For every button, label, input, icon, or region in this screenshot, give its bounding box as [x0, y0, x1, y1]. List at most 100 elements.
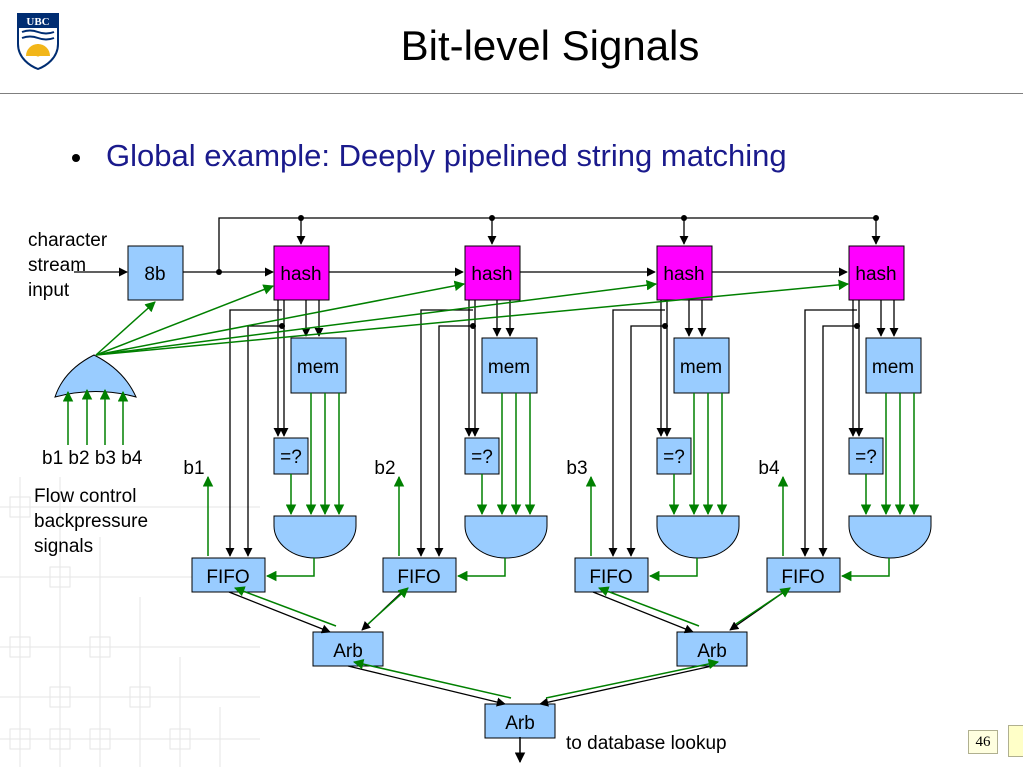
bullet-dot-icon [72, 153, 80, 162]
fifo-label: FIFO [206, 567, 249, 588]
fifo-box [191, 557, 266, 593]
bullet-item: Global example: Deeply pipelined string … [72, 138, 787, 174]
corner-decoration [1008, 725, 1023, 757]
fifo-label: FIFO [781, 567, 824, 588]
and-gate [848, 515, 932, 559]
backpressure-wire [234, 586, 337, 627]
fifo2-arb-link [361, 587, 409, 631]
junction-dot [216, 269, 222, 275]
bit-label-b4: b4 [758, 458, 780, 479]
bullet-text: Global example: Deeply pipelined string … [106, 138, 787, 173]
arbiter-root: Arb [484, 703, 556, 739]
and-to-fifo-wire [840, 558, 890, 582]
hash-box [656, 245, 713, 301]
fifo-label: FIFO [397, 567, 440, 588]
compare-label: =? [855, 447, 877, 468]
slide-title: Bit-level Signals [400, 22, 700, 69]
page-number: 46 [968, 730, 998, 754]
arb-label: Arb [505, 713, 535, 734]
input-label-line1: character [28, 230, 108, 251]
mem-label: mem [297, 357, 339, 378]
data-wire [347, 665, 506, 707]
arb-label: Arb [333, 641, 363, 662]
and-gate [464, 515, 548, 559]
hash-box [464, 245, 521, 301]
compare-box [464, 437, 500, 475]
fifo-box [766, 557, 841, 593]
bit-label-b2: b2 [374, 458, 395, 479]
input-wires [74, 217, 877, 277]
compare-label: =? [280, 447, 302, 468]
pipeline-stages: hashmem=?FIFOb1hashmem=?FIFOb2hashmem=?F… [95, 215, 932, 593]
flow-label-line2: backpressure [34, 511, 149, 532]
and-to-fifo-wire [265, 558, 315, 582]
input-label-line2: stream [28, 255, 87, 276]
fifo1-arb-link [228, 586, 337, 634]
fifo3-arb-link [592, 586, 700, 634]
pipeline-stage-2: hash mem =? FIFO b2 [95, 215, 656, 593]
gate-to-hash-wire [95, 284, 274, 356]
backpressure-wire [735, 587, 791, 625]
fifo4-arb-link [729, 587, 791, 631]
byte-box: 8b [127, 245, 184, 301]
hash-label: hash [280, 264, 321, 285]
arb-box [484, 703, 556, 739]
bit-label-b3: b3 [566, 458, 587, 479]
gate-to-hash-wire [95, 279, 658, 356]
flow-bits-row: b1 b2 b3 b4 [42, 448, 143, 469]
input-label-line3: input [28, 280, 70, 301]
hash-label: hash [471, 264, 512, 285]
title-divider [0, 93, 1023, 94]
arb-label: Arb [697, 641, 727, 662]
arb-right-root-link [539, 658, 720, 707]
data-wire [592, 591, 694, 634]
data-wire [539, 665, 713, 707]
background-grid-pattern [0, 477, 260, 767]
mem-box [673, 337, 730, 394]
and-to-fifo-wire [648, 558, 698, 582]
hash-to-fifo-wire [608, 309, 665, 557]
flow-control-inputs [62, 388, 129, 445]
gate-to-hash-wire [95, 279, 850, 356]
and-gate [656, 515, 740, 559]
flow-label-line3: signals [34, 536, 94, 557]
arb-box [312, 631, 384, 667]
compare-label: =? [663, 447, 685, 468]
backpressure-wire [367, 587, 409, 625]
mem-label: mem [680, 357, 722, 378]
mem-box [290, 337, 347, 394]
hash-box [848, 245, 905, 301]
arbiter-left: Arb [312, 631, 384, 667]
logo-text: UBC [26, 16, 49, 28]
hash-label: hash [855, 264, 896, 285]
hash-to-fifo-wire [626, 325, 665, 557]
arb-left-root-link [347, 658, 512, 707]
hash-to-fifo-wire [800, 309, 857, 557]
compare-label: =? [471, 447, 493, 468]
pipeline-stage-4: hash mem =? FIFO b4 [95, 215, 932, 593]
compare-box [656, 437, 692, 475]
hash-to-fifo-wire [818, 325, 857, 557]
gate-to-hash-wire [95, 280, 466, 356]
gate-to-8b-wire [95, 301, 156, 356]
data-wire [228, 591, 331, 634]
mem-label: mem [872, 357, 914, 378]
compare-box [273, 437, 309, 475]
mem-box [481, 337, 538, 394]
hash-label: hash [663, 264, 704, 285]
backpressure-wire [352, 658, 512, 699]
hash-to-fifo-wire [434, 325, 473, 557]
backpressure-wire [545, 658, 720, 699]
fifo-box [382, 557, 457, 593]
fifo-label: FIFO [589, 567, 632, 588]
backpressure-wire [598, 586, 700, 627]
flow-label-line1: Flow control [34, 486, 137, 507]
mem-box [865, 337, 922, 394]
mem-label: mem [488, 357, 530, 378]
ubc-logo: UBC [17, 13, 59, 70]
hash-box [273, 245, 330, 301]
and-gate [273, 515, 357, 559]
flow-control-gate [54, 354, 137, 398]
